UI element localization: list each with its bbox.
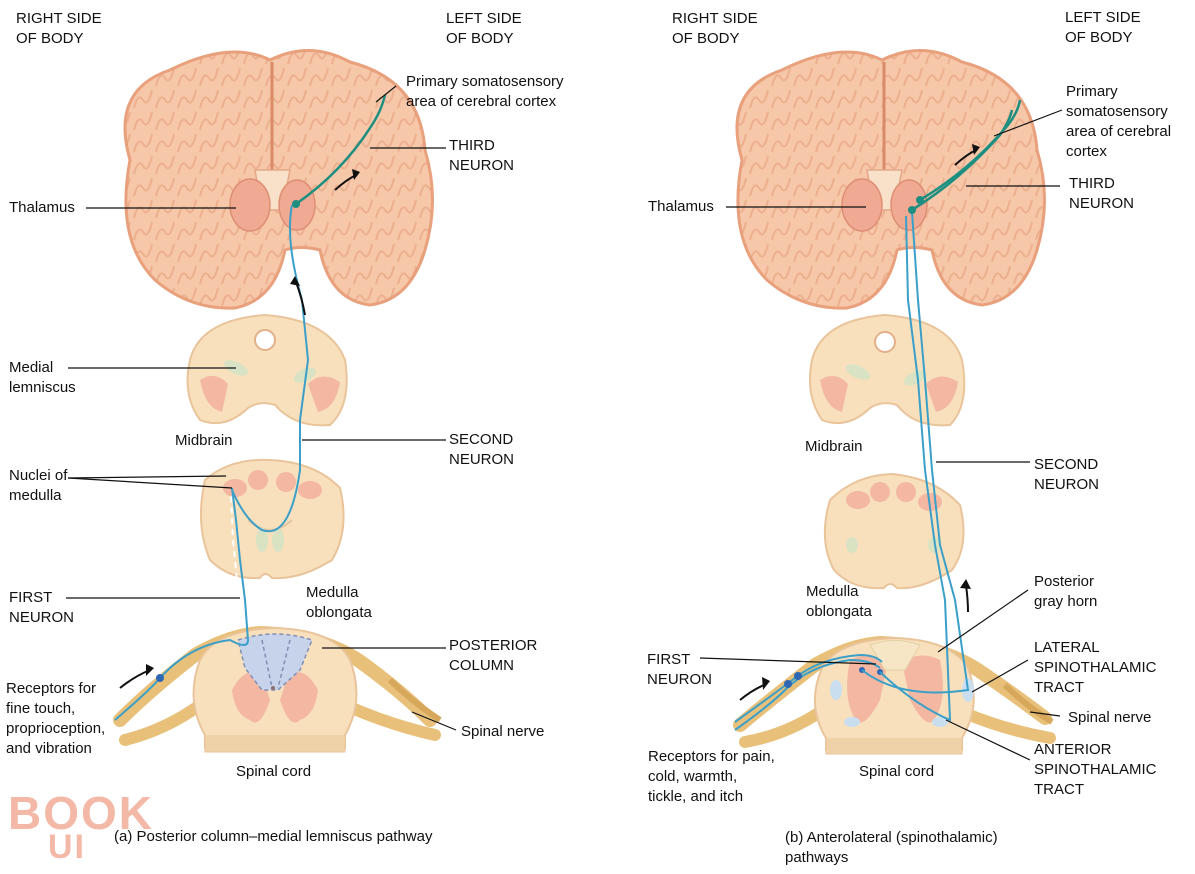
watermark-logo: BOOK UI <box>8 786 168 868</box>
panel-b-third-neuron-label: THIRD NEURON <box>1069 175 1135 212</box>
panel-a-first-neuron-label: FIRST NEURON <box>9 589 75 626</box>
panel-a-spinal-nerve-label: Spinal nerve <box>461 723 545 740</box>
panel-a-third-neuron-label: THIRD NEURON <box>449 137 515 174</box>
panel-b-spinal-cord <box>733 635 1056 755</box>
panel-b-header-right: RIGHT SIDE OF BODY <box>672 10 758 47</box>
panel-b-midbrain <box>809 313 966 427</box>
panel-b-anterior-tract-label: ANTERIOR SPINOTHALAMIC TRACT <box>1034 741 1157 798</box>
panel-b-midbrain-label: Midbrain <box>805 438 863 455</box>
panel-a-medial-lemniscus-label: Medial lemniscus <box>9 359 76 396</box>
panel-a-spinal-cord-label: Spinal cord <box>236 763 312 780</box>
panel-b-leader-lines <box>699 109 1063 761</box>
panel-b-first-neuron-label: FIRST NEURON <box>647 651 713 688</box>
panel-a-caption: (a) Posterior column–medial lemniscus pa… <box>114 828 433 845</box>
panel-b-second-neuron-label: SECOND NEURON <box>1034 456 1100 493</box>
panel-a-nuclei-medulla-label: Nuclei of medulla <box>9 467 68 504</box>
panel-a-leader-lines <box>66 85 457 731</box>
panel-b-spinal-nerve-label: Spinal nerve <box>1068 709 1152 726</box>
panel-b-cerebrum <box>735 49 1046 310</box>
panel-a-medulla <box>200 458 345 580</box>
watermark-line2: UI <box>48 828 86 866</box>
panel-b-caption: (b) Anterolateral (spinothalamic) pathwa… <box>785 829 998 866</box>
panel-a-medulla-label: Medulla oblongata <box>306 584 372 621</box>
panel-a-thalamus-label: Thalamus <box>9 199 75 216</box>
panel-b-receptors-label: Receptors for pain, cold, warmth, tickle… <box>648 748 775 805</box>
panel-a-receptors-label: Receptors for fine touch, proprioception… <box>6 680 106 757</box>
watermark-line1: BOOK <box>8 787 154 839</box>
panel-a-primary-area-label: Primary somatosensory area of cerebral c… <box>406 73 564 110</box>
panel-b-posterior-horn-label: Posterior gray horn <box>1034 573 1098 610</box>
panel-a-neuron-pathway <box>114 94 387 721</box>
panel-a-cerebrum <box>123 49 434 310</box>
panel-b-neuron-pathway <box>734 99 1022 731</box>
panel-b-medulla <box>823 472 965 590</box>
panel-b-spinal-cord-label: Spinal cord <box>859 763 935 780</box>
panel-b-primary-area-label: Primary somatosensory area of cerebral c… <box>1066 83 1172 160</box>
panel-a-posterior-column-label: POSTERIOR COLUMN <box>449 637 538 674</box>
panel-b-lateral-tract-label: LATERAL SPINOTHALAMIC TRACT <box>1034 639 1157 696</box>
panel-a-midbrain-label: Midbrain <box>175 432 233 449</box>
panel-a-midbrain <box>186 313 348 427</box>
panel-b-thalamus-label: Thalamus <box>648 198 714 215</box>
panel-a-second-neuron-label: SECOND NEURON <box>449 431 515 468</box>
panel-a-header-right: RIGHT SIDE OF BODY <box>16 10 102 47</box>
panel-b-header-left: LEFT SIDE OF BODY <box>1065 9 1141 46</box>
panel-b-medulla-label: Medulla oblongata <box>806 583 872 620</box>
panel-a-spinal-cord <box>113 625 442 753</box>
panel-a-header-left: LEFT SIDE OF BODY <box>446 10 522 47</box>
